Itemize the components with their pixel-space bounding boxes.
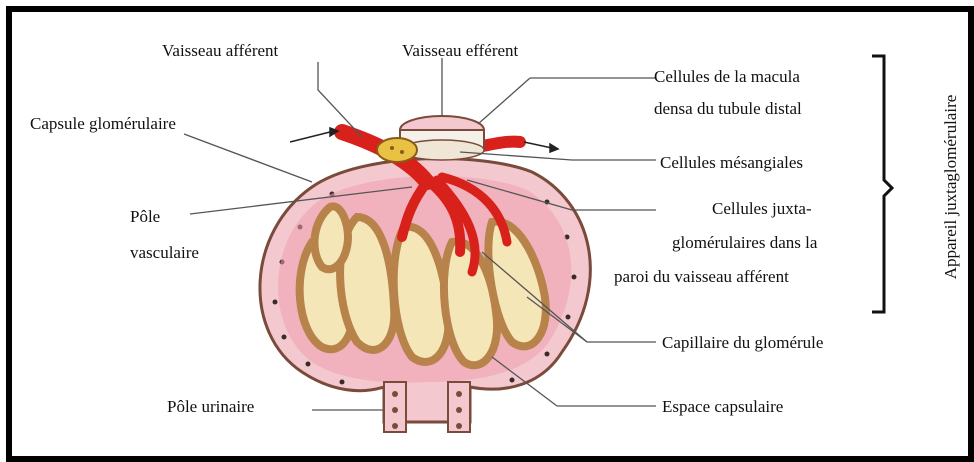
label-pole-urinaire: Pôle urinaire [167,398,254,415]
label-vaisseau-efferent: Vaisseau efférent [402,42,518,59]
label-cellules-mesangiales: Cellules mésangiales [660,154,803,171]
label-juxta-line2: glomérulaires dans la [672,234,817,251]
label-juxta-line1: Cellules juxta- [712,200,812,217]
label-vaisseau-afferent: Vaisseau afférent [162,42,278,59]
figure-frame: Vaisseau afférent Vaisseau efférent Caps… [6,6,974,462]
label-capsule-glomerulaire: Capsule glomérulaire [30,115,176,132]
label-macula-densa-line1: Cellules de la macula [654,68,800,85]
juxtaglomerular-bracket [872,56,892,312]
label-capillaire-glomerule: Capillaire du glomérule [662,334,823,351]
glomerulus-illustration [12,12,968,456]
label-pole-vasculaire-line1: Pôle [130,208,160,225]
label-macula-densa-line2: densa du tubule distal [654,100,802,117]
label-pole-vasculaire-line2: vasculaire [130,244,199,261]
label-appareil-juxtaglomerulaire: Appareil juxtaglomérulaire [941,95,961,280]
juxtaglomerular-cells [377,138,417,162]
label-juxta-line3: paroi du vaisseau afférent [614,268,789,285]
label-espace-capsulaire: Espace capsulaire [662,398,783,415]
